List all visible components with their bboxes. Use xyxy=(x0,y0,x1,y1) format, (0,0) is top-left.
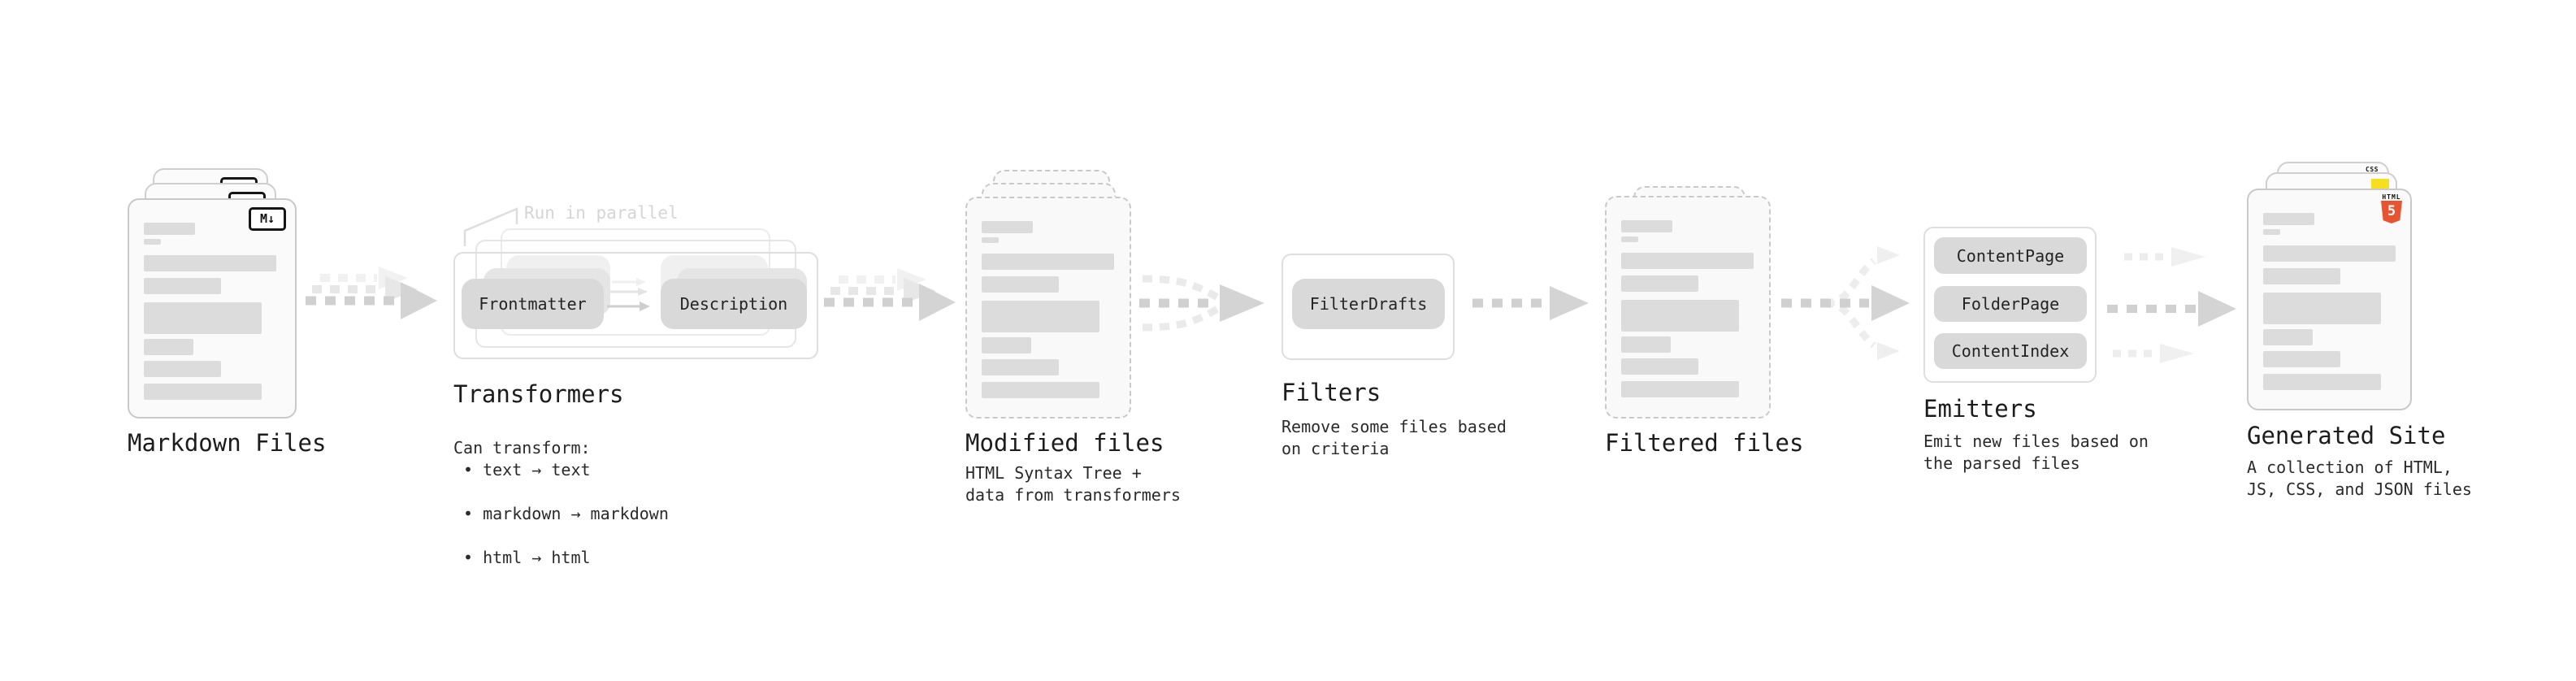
bullet-item: • text → text xyxy=(463,460,591,479)
filtered-file-card-front xyxy=(1605,196,1771,419)
transformers-caption: Can transform: • text → text • markdown … xyxy=(453,415,669,591)
modified-files-caption: HTML Syntax Tree + data from transformer… xyxy=(965,463,1181,505)
contentindex-pill: ContentIndex xyxy=(1934,333,2087,369)
modified-files-label: Modified files xyxy=(965,429,1164,457)
transformer-step-arrows xyxy=(607,278,650,311)
document-skeleton-lines xyxy=(2263,190,2399,409)
generated-site-label: Generated Site xyxy=(2247,422,2446,449)
folderpage-pill: FolderPage xyxy=(1934,286,2087,322)
run-in-parallel-leader-line xyxy=(463,207,518,246)
frontmatter-pill: Frontmatter xyxy=(462,279,604,329)
markdown-file-card-front: M↓ xyxy=(128,198,297,419)
arrow-markdown-to-transformers xyxy=(306,267,437,319)
generated-file-card-front: HTML 5 xyxy=(2247,189,2412,410)
arrow-emitter-bottom-to-site xyxy=(2113,344,2194,363)
arrow-emitter-top-to-site xyxy=(2124,247,2205,267)
arrow-filtered-to-emitters-fanout xyxy=(1781,246,1910,360)
arrow-transformers-to-modified xyxy=(824,268,956,321)
filters-box xyxy=(1281,254,1455,360)
transformer-run-box-front xyxy=(453,252,818,359)
emitters-box xyxy=(1923,227,2097,383)
bullet-item: • html → html xyxy=(463,548,591,567)
document-skeleton-lines xyxy=(144,200,284,417)
filters-label: Filters xyxy=(1281,379,1381,406)
html5-icon-number: 5 xyxy=(2387,203,2396,219)
filterdrafts-pill: FilterDrafts xyxy=(1292,279,1445,329)
css-icon-label: CSS xyxy=(2366,166,2379,173)
bullet-item: • markdown → markdown xyxy=(463,504,669,523)
caption-title: Can transform: xyxy=(453,438,591,458)
html5-icon-label: HTML xyxy=(2382,193,2401,201)
generated-site-caption: A collection of HTML, JS, CSS, and JSON … xyxy=(2247,458,2472,499)
document-skeleton-lines xyxy=(1621,197,1758,417)
contentpage-pill: ContentPage xyxy=(1934,237,2087,274)
filters-caption: Remove some files based on criteria xyxy=(1281,417,1507,458)
arrow-modified-to-filters-merge xyxy=(1139,275,1264,332)
emitters-label: Emitters xyxy=(1923,395,2037,423)
document-skeleton-lines xyxy=(982,198,1118,417)
js-file-icon xyxy=(2371,179,2389,189)
run-in-parallel-note: Run in parallel xyxy=(524,203,679,223)
description-pill: Description xyxy=(661,279,807,329)
html5-icon: HTML 5 xyxy=(2380,193,2403,223)
markdown-files-label: Markdown Files xyxy=(128,429,327,457)
filtered-files-label: Filtered files xyxy=(1605,429,1804,457)
markdown-icon: M↓ xyxy=(249,207,286,231)
emitters-caption: Emit new files based on the parsed files xyxy=(1923,432,2149,473)
modified-file-card-front xyxy=(965,197,1131,419)
arrow-filters-to-filtered xyxy=(1472,286,1589,320)
transformers-label: Transformers xyxy=(453,380,624,408)
arrow-emitter-middle-to-site xyxy=(2107,291,2236,327)
